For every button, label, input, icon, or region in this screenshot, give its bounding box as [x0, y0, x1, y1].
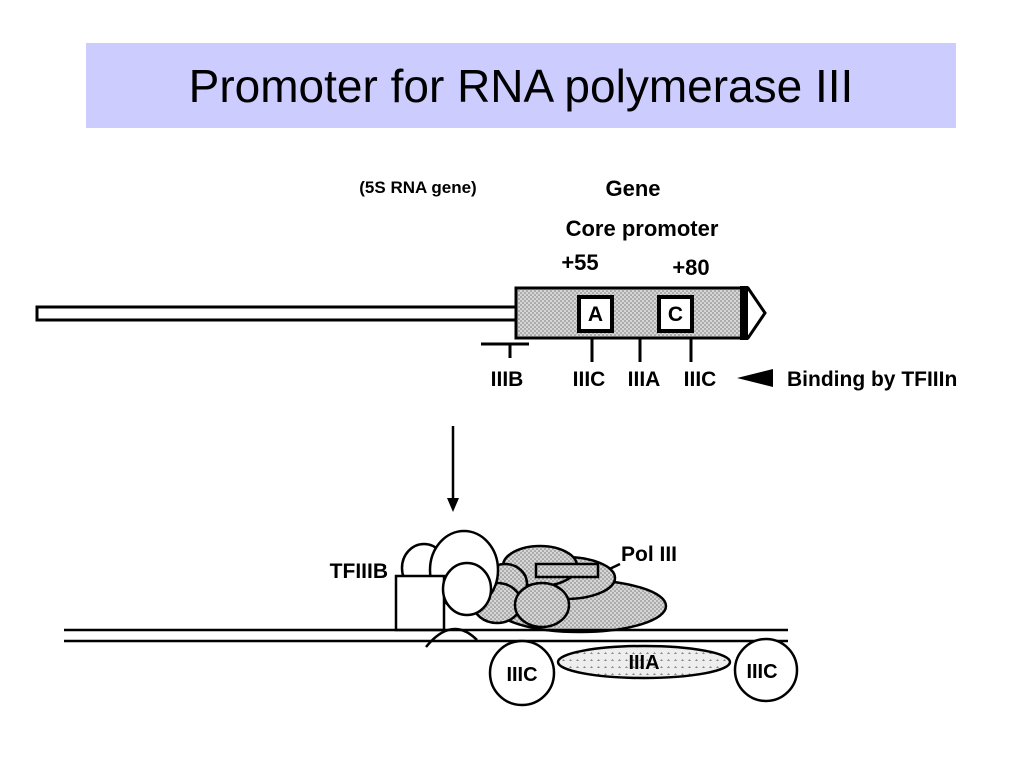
pointer-arrow-icon [737, 369, 773, 387]
binding-note: Binding by TFIIIn [787, 368, 957, 391]
box-c-label: C [668, 303, 683, 326]
tfiiic-left-label: IIIC [506, 664, 537, 686]
title-banner: Promoter for RNA polymerase III [86, 43, 956, 128]
binding-site-ticks [481, 338, 693, 362]
binding-site-iiic-2: IIIC [684, 368, 717, 391]
tfiiic-left-factor [488, 639, 556, 707]
tfiiib-complex [394, 529, 500, 632]
box-a-label: A [588, 303, 603, 326]
position-80-label: +80 [672, 255, 709, 280]
gene-arrow [514, 286, 767, 340]
pol-iii-label: Pol III [621, 543, 677, 566]
tfiiia-label: IIIA [628, 652, 659, 674]
binding-site-iiic-1: IIIC [573, 368, 606, 391]
tfiiib-label: TFIIIB [330, 560, 388, 583]
box-c-element: C [657, 295, 694, 333]
tfiiia-factor [556, 644, 732, 680]
upstream-dna-bar [35, 305, 518, 322]
tfiiic-right-factor [733, 637, 799, 703]
tfiiic-right-label: IIIC [746, 661, 777, 683]
slide-title: Promoter for RNA polymerase III [188, 59, 854, 112]
box-a-element: A [577, 295, 614, 333]
core-promoter-label: Core promoter [566, 216, 719, 241]
gene-note: (5S RNA gene) [359, 178, 476, 197]
tbp-saddle [425, 627, 478, 648]
down-arrow-icon [447, 426, 459, 512]
dna-double-strand [64, 628, 788, 643]
position-55-label: +55 [561, 250, 598, 275]
binding-site-iiib: IIIB [491, 368, 524, 391]
gene-label: Gene [605, 176, 660, 201]
pol-iii-complex [471, 544, 668, 634]
binding-site-iiia: IIIA [628, 368, 661, 391]
